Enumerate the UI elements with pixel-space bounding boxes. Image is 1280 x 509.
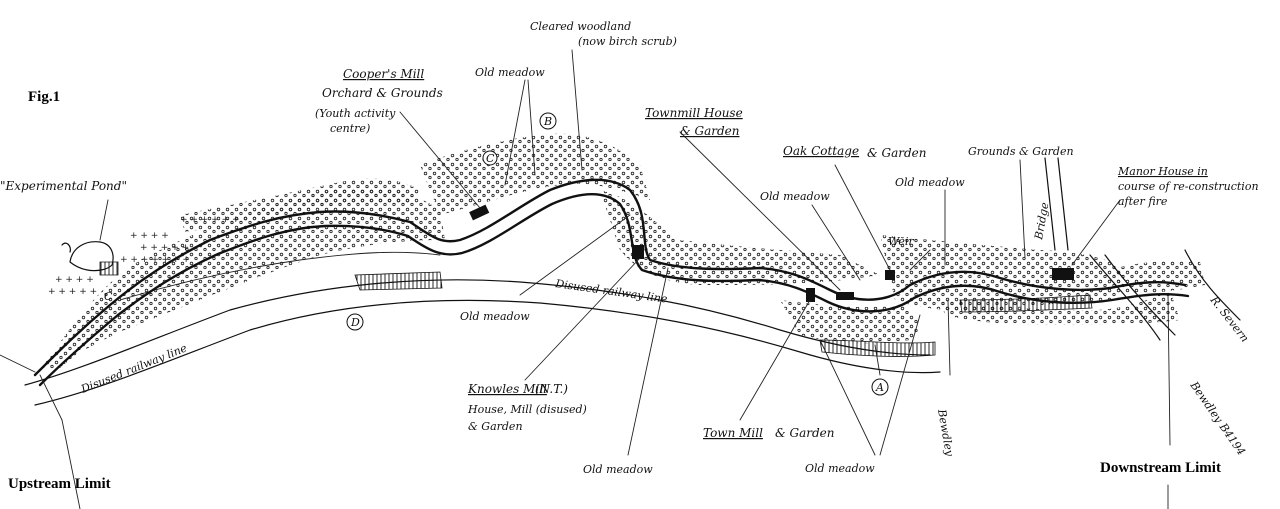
upstream-limit-label: Upstream Limit [8,476,111,492]
old-meadow-top-label: Old meadow [475,66,545,79]
woodland-areas [40,133,1205,370]
manor-house-building [1052,268,1074,280]
coopers-mill-sub-label: Orchard & Grounds [322,86,443,100]
cleared-woodland-label-2: (now birch scrub) [578,35,677,48]
town-mill-label: Town Mill [703,426,763,440]
buildings [469,204,1074,302]
r-severn-label: R. Severn [1207,293,1251,345]
knowles-mill-label-1b: (N.T.) [535,382,568,396]
disused-railway [24,251,941,406]
youth-centre-label-1: (Youth activity [315,107,396,120]
leader-lines [0,49,1171,509]
knowles-mill-label-3: & Garden [468,420,523,433]
cleared-woodland-label-1: Cleared woodland [530,20,631,33]
knowles-mill-label-2: House, Mill (disused) [467,403,587,416]
townmill-house-label-1: Townmill House [645,106,743,120]
marker-a: A [871,378,889,396]
scrub-marks: + + + + + + + + + + + + + + + + + + + + … [48,215,240,297]
experimental-pond [61,241,114,272]
grounds-garden-label: Grounds & Garden [968,145,1074,158]
svg-text:C: C [486,152,495,165]
svg-text:+ + + +: + + + + [55,275,94,285]
markers: B C C D A [104,112,889,396]
youth-centre-label-2: centre) [330,122,370,135]
manor-house-label-1: Manor House in [1117,165,1208,178]
svg-text:+ + + +: + + + + [130,231,169,241]
town-mill-building [806,288,815,302]
oak-cottage-sub-label: & Garden [867,146,926,160]
svg-text:B: B [543,115,552,128]
bridge-label: Bridge [1032,201,1052,242]
svg-text:+ + + + +: + + + + + [140,243,189,253]
knowles-mill-label-1: Knowles Mill [467,382,547,396]
svg-text:A: A [875,381,884,394]
old-meadow-mid-label: Old meadow [760,190,830,203]
svg-text:+ + + + + + +: + + + + + + + [120,255,190,265]
disused-railway-left-label: Disused railway line [78,341,189,396]
bewdley-road-label: Bewdley [935,407,956,458]
manor-house-label-2: course of re-construction [1118,180,1259,193]
townmill-house-building [836,292,854,300]
svg-text:+ + + + +: + + + + + [48,287,97,297]
coopers-mill-label: Cooper's Mill [343,67,424,81]
experimental-pond-label: "Experimental Pond" [0,179,127,193]
meadow-hatching [99,261,1093,357]
figure-label: Fig.1 [28,89,60,105]
oak-cottage-label: Oak Cottage [783,144,859,158]
roads [1044,157,1241,341]
knowles-mill-building [632,245,644,259]
marker-c-left: C [104,290,113,303]
disused-railway-mid-label: Disused railway line [554,277,669,306]
coopers-mill-building [469,204,490,221]
svg-text:+ + + + + +: + + + + + + [180,215,240,225]
oak-cottage-building [885,270,895,280]
marker-c-top: C [482,150,498,166]
manor-house-label-3: after fire [1118,195,1168,208]
townmill-house-label-2: & Garden [680,124,739,138]
downstream-limit-label: Downstream Limit [1100,460,1221,476]
svg-text:C: C [104,290,113,303]
weir-label: Weir [888,235,914,248]
marker-b: B [539,112,557,130]
old-meadow-right-label: Old meadow [895,176,965,189]
bewdley-b4194-label: Bewdley B4194 [1187,378,1248,457]
old-meadow-left-label: Old meadow [460,310,530,323]
svg-text:D: D [350,316,360,329]
old-meadow-bottom-right-label: Old meadow [805,462,875,475]
old-meadow-bottom-left-label: Old meadow [583,463,653,476]
marker-d: D [346,313,364,331]
river-channel [33,178,1190,387]
town-mill-sub-label: & Garden [775,426,834,440]
